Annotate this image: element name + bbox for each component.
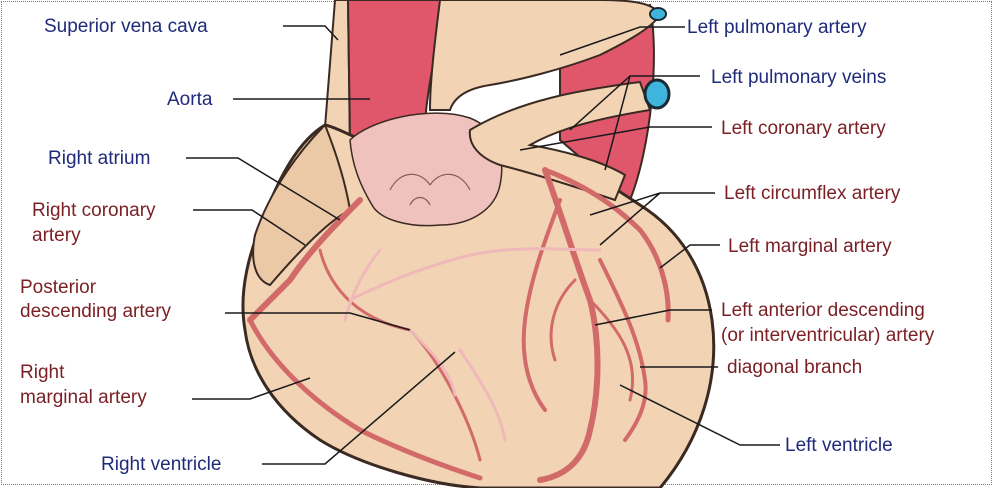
label-left-pulmonary-artery: Left pulmonary artery (687, 16, 867, 39)
label-left-ventricle: Left ventricle (785, 434, 893, 457)
label-right-marginal-line2: marginal artery (20, 386, 147, 409)
label-lad-line1: Left anterior descending (721, 299, 925, 322)
label-left-coronary-artery: Left coronary artery (721, 117, 886, 140)
label-right-coronary-artery-line2: artery (32, 224, 81, 247)
label-right-atrium: Right atrium (48, 147, 150, 170)
label-left-marginal-artery: Left marginal artery (728, 235, 892, 258)
label-left-circumflex-artery: Left circumflex artery (724, 182, 900, 205)
label-diagonal-branch: diagonal branch (727, 356, 862, 379)
label-right-marginal-line1: Right (20, 361, 64, 384)
label-posterior-descending-line1: Posterior (20, 276, 96, 299)
label-lad-line2: (or interventricular) artery (721, 324, 934, 347)
label-left-pulmonary-veins: Left pulmonary veins (711, 66, 886, 89)
label-right-ventricle: Right ventricle (101, 453, 221, 476)
pulmonary-artery-opening (650, 8, 666, 20)
leader-superior-vena-cava (283, 26, 338, 40)
label-superior-vena-cava: Superior vena cava (44, 15, 208, 38)
pulmonary-vein-opening (645, 80, 669, 108)
label-right-coronary-artery-line1: Right coronary (32, 199, 156, 222)
label-aorta: Aorta (167, 88, 212, 111)
label-posterior-descending-line2: descending artery (20, 300, 171, 323)
